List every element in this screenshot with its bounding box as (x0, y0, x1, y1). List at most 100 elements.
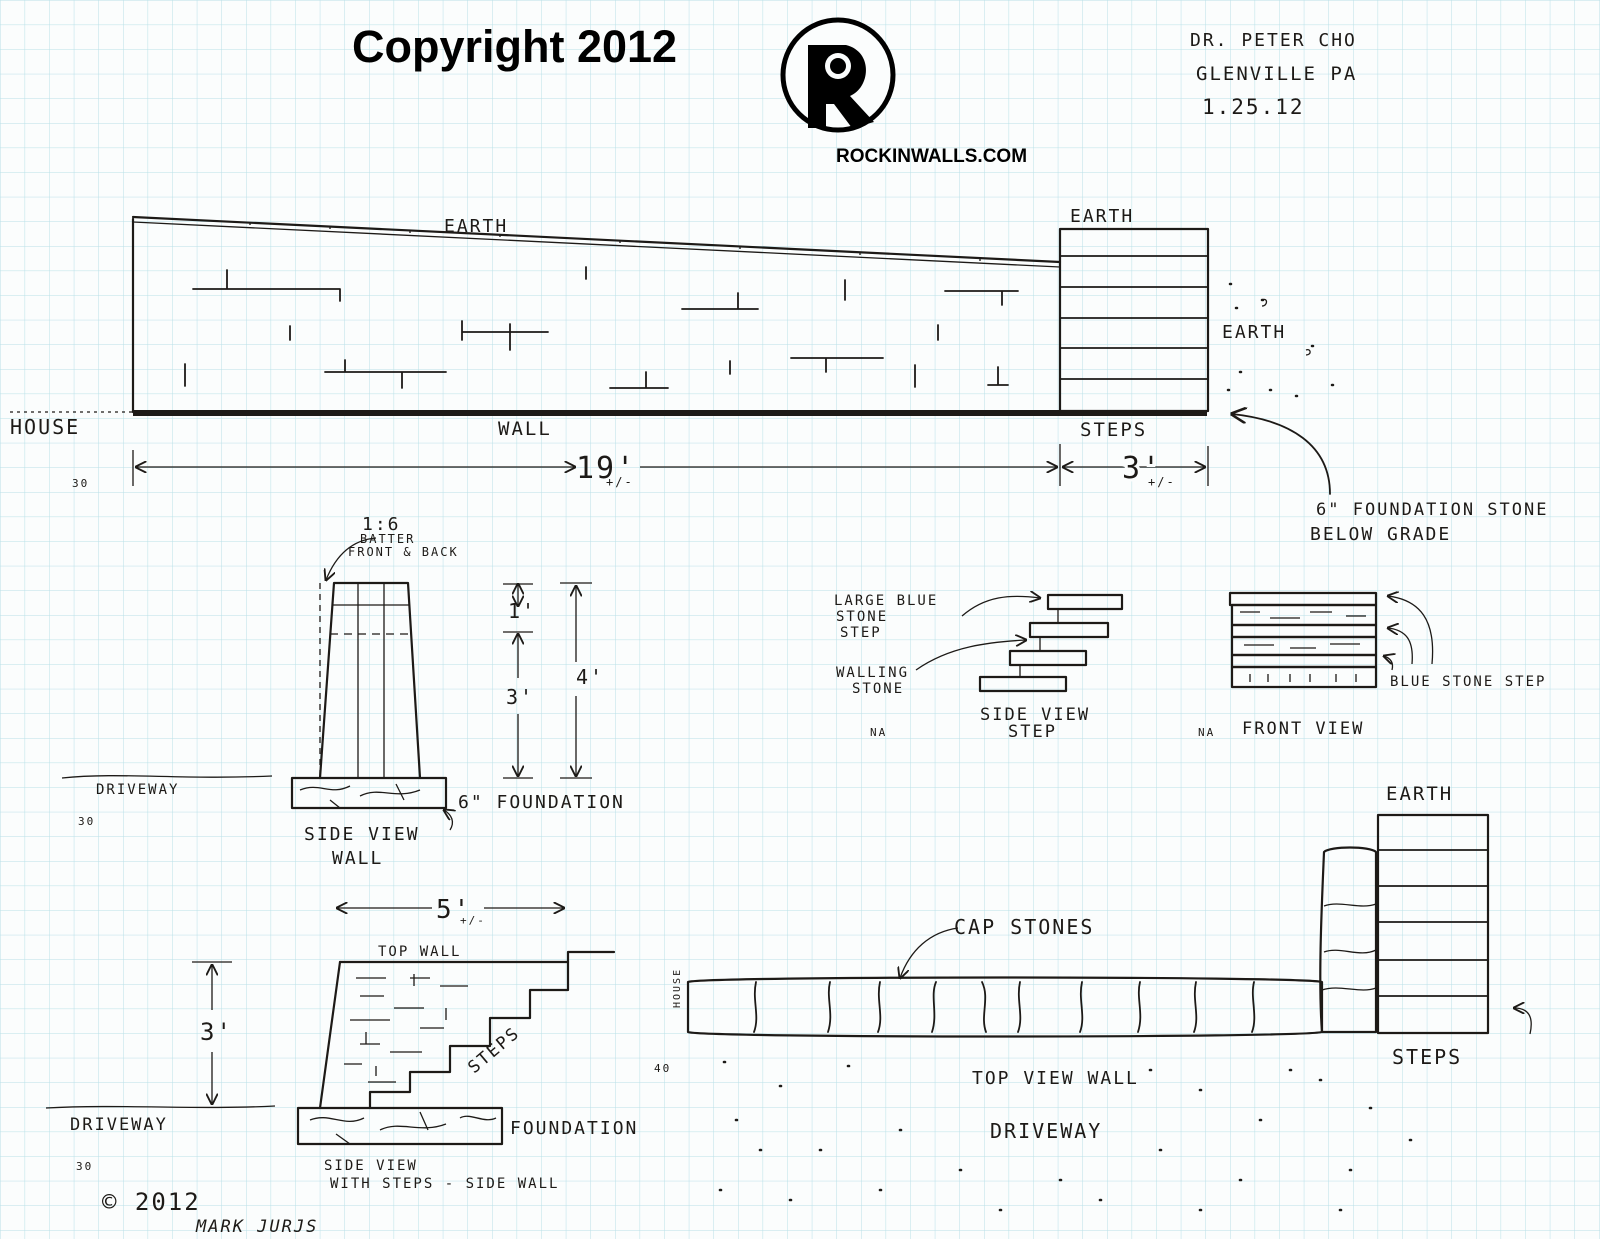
top-view-scale: 40 (654, 1062, 671, 1075)
client-name: DR. PETER CHO (1190, 30, 1357, 51)
rockinwalls-logo (780, 17, 896, 133)
foundation-callout-arrow (1232, 414, 1331, 495)
top-view-house-label: HOUSE (672, 968, 683, 1008)
copyright-heading: Copyright 2012 (352, 21, 677, 72)
earth-marks (1261, 298, 1311, 356)
side-view-step: LARGE BLUE STONE STEP WALLING STONE SIDE… (834, 593, 1124, 742)
dim-total: 4' (576, 665, 604, 689)
batter-note-line1: BATTER (360, 532, 415, 546)
dimension-extension-lines (132, 444, 1209, 486)
side-wall-with-steps: 5' +/- TOP WALL 3' STEPS DRIVEWAY FOUNDA… (45, 895, 638, 1192)
step-slab-2 (1028, 621, 1110, 639)
foundation-note-line1: 6" FOUNDATION STONE (1316, 500, 1548, 520)
earth-label-right: EARTH (1222, 322, 1286, 343)
walling-stone-label-2: STONE (852, 681, 904, 697)
walling-stone-label-1: WALLING (836, 665, 909, 681)
driveway-grade-line (61, 775, 273, 779)
dim-cap: 1' (508, 599, 536, 623)
top-view-steps-block (1376, 813, 1490, 1035)
large-stone-arrow (961, 596, 1040, 617)
side-wall-foundation (296, 1106, 504, 1146)
foundation-label: 6" FOUNDATION (458, 792, 625, 813)
dimension-steps-length: 3' (1122, 451, 1162, 486)
top-view-step-treads (1377, 849, 1489, 997)
foundation-stones (299, 783, 421, 809)
website-text: ROCKINWALLS.COM (836, 146, 1027, 167)
drawing-date: 1.25.12 (1202, 95, 1305, 119)
top-view-driveway-label: DRIVEWAY (990, 1119, 1102, 1143)
side-view-wall-title-2: WALL (332, 848, 383, 869)
cap-stone-joints (753, 981, 1256, 1033)
walling-stone-arrow (915, 640, 1026, 671)
side-wall-driveway-label: DRIVEWAY (70, 1115, 168, 1135)
footer-copyright: © 2012 (102, 1188, 201, 1216)
side-wall-foundation-stones (309, 1111, 497, 1145)
top-wall-line (338, 950, 616, 964)
side-view-wall-scale: 30 (78, 815, 95, 828)
side-wall-scale: 30 (76, 1160, 93, 1173)
blue-stone-arrow-1 (1388, 596, 1434, 665)
earth-hatch-ticks (249, 222, 981, 261)
cap-stone-row (686, 976, 1324, 1038)
client-location: GLENVILLE PA (1196, 63, 1357, 85)
dimension-wall-length: 19' (576, 451, 636, 486)
earth-label-top: EARTH (444, 216, 508, 237)
blue-stone-arrow-3 (1384, 656, 1393, 671)
side-view-step-title-2: STEP (1008, 722, 1057, 742)
top-wall-label: TOP WALL (378, 944, 461, 960)
front-view-step: BLUE STONE STEP FRONT VIEW NA (1198, 593, 1546, 739)
elevation-scale: 30 (72, 477, 89, 490)
large-stone-label-2: STONE (836, 609, 888, 625)
batter-arrow (326, 537, 377, 580)
front-view-scale: NA (1198, 726, 1215, 739)
large-stone-label-3: STEP (840, 625, 882, 641)
top-view-earth-label: EARTH (1386, 783, 1453, 805)
foundation-arrow (444, 810, 452, 831)
wall-base-foundation (133, 410, 1207, 416)
steps-block (1058, 227, 1210, 413)
wall-top-slope-inner (132, 221, 1061, 268)
top-view-steps-label: STEPS (1392, 1045, 1462, 1069)
dim-height: 3' (200, 1018, 233, 1046)
dim-width: 5' (436, 895, 471, 925)
dim-body: 3' (506, 685, 534, 709)
cap-stones-label: CAP STONES (954, 915, 1094, 939)
side-view-step-title-1: SIDE VIEW (980, 705, 1090, 725)
top-view-side-wall-joints (1321, 903, 1377, 991)
top-view-wall: CAP STONES EARTH HOUSE STEPS TOP VIEW WA… (654, 783, 1532, 1212)
front-course-3 (1230, 665, 1378, 689)
large-stone-label-1: LARGE BLUE (834, 593, 938, 609)
wall-foundation-block (290, 776, 448, 810)
blue-stone-step-label: BLUE STONE STEP (1390, 674, 1546, 690)
side-wall-title-2: WITH STEPS - SIDE WALL (330, 1176, 559, 1192)
driveway-gravel-dots (718, 1060, 1413, 1212)
steps-treads (1059, 255, 1209, 380)
side-view-wall: 1:6 BATTER FRONT & BACK 1' 3' 4' DRIVEWA… (61, 514, 625, 869)
side-wall-stone-joints (344, 974, 468, 1083)
step-walling-joints (1019, 609, 1059, 677)
footer-author: MARK JURJS (195, 1217, 318, 1237)
dimension-steps-tolerance: +/- (1148, 475, 1176, 489)
stair-profile (368, 960, 570, 1110)
wall-guide-lines (332, 583, 410, 778)
steps-label: STEPS (1080, 419, 1147, 441)
wall-section-outline (318, 581, 422, 780)
side-wall-foundation-label: FOUNDATION (510, 1118, 638, 1139)
front-stone-joints (1240, 611, 1366, 682)
side-wall-title-1: SIDE VIEW (324, 1158, 418, 1174)
wall-stone-joints (184, 266, 1019, 389)
step-slab-1 (1046, 593, 1124, 611)
dim-width-tolerance: +/- (460, 914, 486, 927)
step-slab-4 (978, 675, 1068, 693)
batter-ratio: 1:6 (362, 514, 401, 535)
house-label: HOUSE (10, 415, 80, 439)
side-view-wall-title-1: SIDE VIEW (304, 824, 420, 845)
driveway-label: DRIVEWAY (96, 782, 179, 798)
batter-note-line2: FRONT & BACK (348, 545, 459, 559)
wall-top-slope (131, 215, 1062, 264)
top-view-title: TOP VIEW WALL (972, 1068, 1139, 1089)
side-wall-grade-line (45, 1105, 276, 1109)
blue-stone-arrow-2 (1388, 628, 1413, 665)
step-slab-3 (1008, 649, 1088, 667)
